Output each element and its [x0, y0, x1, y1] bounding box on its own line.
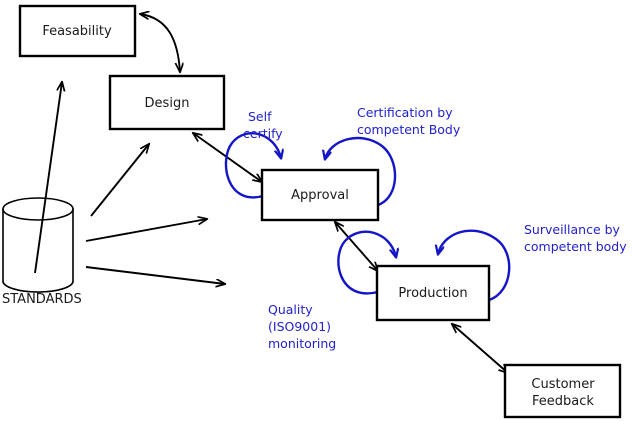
node-label-feasability: Feasability	[42, 24, 112, 39]
node-label-approval: Approval	[291, 188, 349, 203]
annotation-quality-line2: (ISO9001)	[268, 319, 331, 334]
edge-standards-approval	[85, 219, 207, 242]
annotation-certification-line2: competent Body	[357, 122, 461, 137]
loop-surveillance	[438, 229, 511, 302]
edge-production-customer-feedback	[452, 324, 508, 373]
node-feasability[interactable]	[18, 4, 137, 58]
node-customer-feedback[interactable]	[503, 363, 622, 419]
loop-certification	[325, 136, 397, 207]
node-label-design: Design	[145, 96, 190, 111]
edge-approval-production	[335, 222, 378, 271]
node-label-standards: STANDARDS	[2, 292, 82, 307]
annotation-quality-line1: Quality	[268, 302, 313, 317]
node-label-customer-feedback-line2: Feedback	[532, 394, 594, 409]
node-label-production: Production	[398, 286, 467, 301]
annotation-surveillance-line2: competent body	[524, 239, 627, 254]
annotation-self-certify-line1: Self	[248, 109, 272, 124]
cylinder-top	[2, 197, 74, 221]
annotation-self-certify-line2: certify	[243, 126, 283, 141]
annotation-certification-line1: Certification by	[357, 105, 453, 120]
edge-standards-design	[90, 144, 149, 217]
loop-quality-monitoring	[337, 230, 396, 295]
annotation-surveillance-line1: Surveillance by	[524, 222, 621, 237]
node-approval[interactable]	[260, 168, 380, 222]
cylinder-bottom-arc	[2, 280, 74, 293]
annotation-quality-line3: monitoring	[268, 336, 336, 351]
edge-feasability-design	[140, 14, 180, 72]
node-design[interactable]	[108, 74, 226, 131]
edge-standards-feasability	[34, 82, 62, 274]
node-production[interactable]	[375, 264, 491, 322]
edge-standards-production	[85, 266, 225, 284]
node-label-customer-feedback-line1: Customer	[531, 377, 595, 392]
loop-self-certify	[224, 132, 281, 199]
